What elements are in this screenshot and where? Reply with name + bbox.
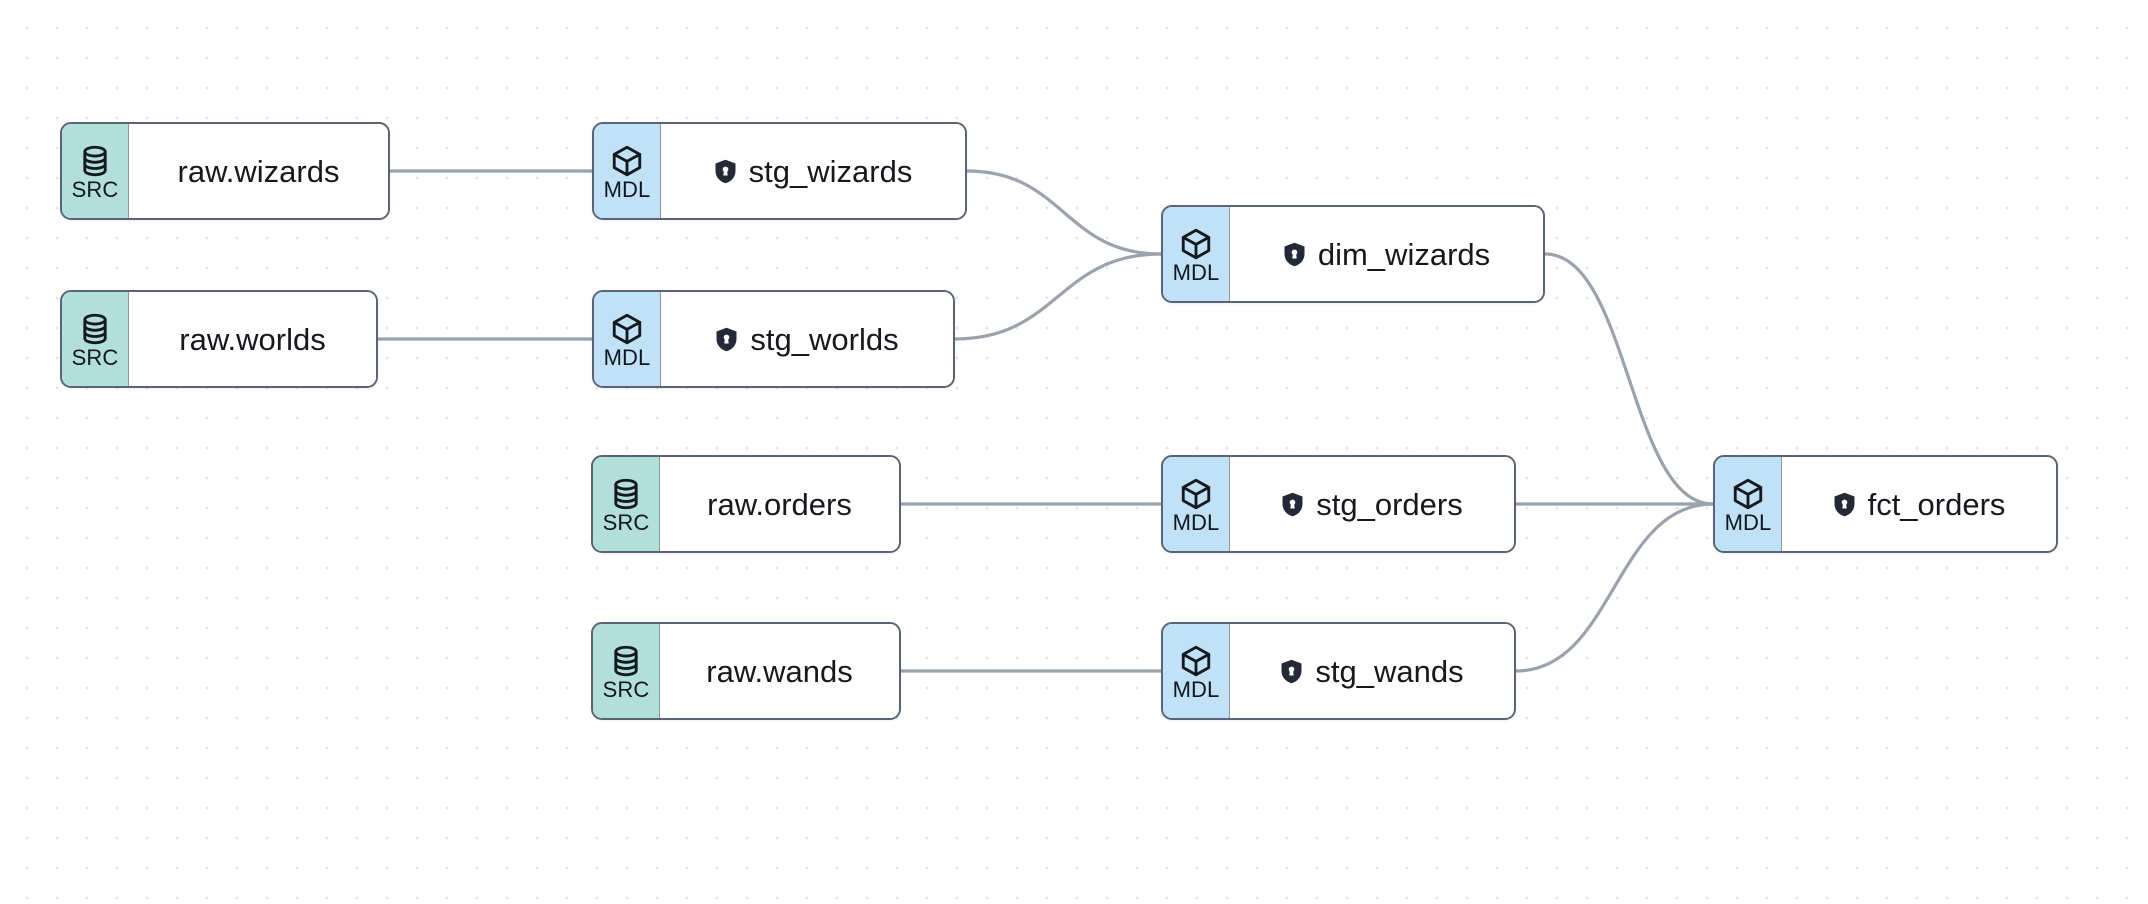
node-kind-badge: MDL [594, 292, 661, 386]
node-body: raw.wizards [129, 124, 388, 218]
shield-lock-icon [1280, 659, 1303, 684]
database-icon [609, 644, 643, 678]
node-body: fct_orders [1782, 457, 2056, 551]
node-label: fct_orders [1867, 486, 2006, 522]
lineage-node-fct-orders[interactable]: MDL fct_orders [1713, 455, 2058, 553]
node-kind-label: MDL [1172, 676, 1220, 702]
shield-lock-icon [1281, 492, 1304, 517]
lineage-node-stg-worlds[interactable]: MDL stg_worlds [592, 290, 955, 388]
node-kind-label: SRC [602, 509, 650, 535]
node-kind-badge: SRC [593, 624, 660, 718]
node-label: stg_wands [1315, 653, 1464, 689]
node-label: raw.worlds [179, 321, 326, 357]
database-icon [78, 312, 112, 346]
node-label: raw.orders [707, 486, 852, 522]
lineage-edge[interactable] [1514, 502, 1715, 673]
lineage-node-stg-orders[interactable]: MDL stg_orders [1161, 455, 1516, 553]
node-kind-badge: SRC [62, 124, 129, 218]
node-label: dim_wizards [1317, 236, 1491, 272]
cube-icon [610, 144, 644, 178]
node-kind-badge: MDL [594, 124, 661, 218]
node-kind-label: MDL [1724, 509, 1772, 535]
lineage-node-raw-wands[interactable]: SRC raw.wands [591, 622, 901, 720]
lineage-node-raw-orders[interactable]: SRC raw.orders [591, 455, 901, 553]
node-label: stg_worlds [750, 321, 899, 357]
shield-lock-icon [1833, 492, 1856, 517]
cube-icon [1179, 227, 1213, 261]
node-body: stg_worlds [661, 292, 953, 386]
node-body: stg_orders [1230, 457, 1514, 551]
node-label: stg_wizards [748, 153, 913, 189]
lineage-node-stg-wizards[interactable]: MDL stg_wizards [592, 122, 967, 220]
lineage-edge[interactable] [965, 169, 1163, 256]
node-kind-badge: SRC [593, 457, 660, 551]
node-kind-badge: MDL [1163, 207, 1230, 301]
node-body: raw.worlds [129, 292, 376, 386]
database-icon [609, 477, 643, 511]
lineage-node-raw-wizards[interactable]: SRC raw.wizards [60, 122, 390, 220]
lineage-node-stg-wands[interactable]: MDL stg_wands [1161, 622, 1516, 720]
node-kind-label: SRC [71, 176, 119, 202]
node-body: stg_wands [1230, 624, 1514, 718]
node-label: raw.wizards [177, 153, 340, 189]
node-kind-label: SRC [602, 676, 650, 702]
node-body: stg_wizards [661, 124, 965, 218]
node-label: stg_orders [1316, 486, 1463, 522]
cube-icon [610, 312, 644, 346]
node-body: raw.orders [660, 457, 899, 551]
shield-lock-icon [715, 327, 738, 352]
lineage-edge[interactable] [1543, 252, 1715, 506]
database-icon [78, 144, 112, 178]
node-body: raw.wands [660, 624, 899, 718]
lineage-node-dim-wizards[interactable]: MDL dim_wizards [1161, 205, 1545, 303]
node-kind-badge: MDL [1163, 457, 1230, 551]
cube-icon [1731, 477, 1765, 511]
lineage-edge[interactable] [953, 252, 1163, 341]
node-kind-label: MDL [603, 176, 651, 202]
node-kind-label: SRC [71, 344, 119, 370]
node-kind-badge: MDL [1715, 457, 1782, 551]
node-kind-label: MDL [603, 344, 651, 370]
shield-lock-icon [1283, 242, 1306, 267]
shield-lock-icon [714, 159, 737, 184]
cube-icon [1179, 477, 1213, 511]
node-kind-label: MDL [1172, 509, 1220, 535]
node-label: raw.wands [706, 653, 853, 689]
cube-icon [1179, 644, 1213, 678]
node-kind-label: MDL [1172, 259, 1220, 285]
node-kind-badge: MDL [1163, 624, 1230, 718]
lineage-node-raw-worlds[interactable]: SRC raw.worlds [60, 290, 378, 388]
node-body: dim_wizards [1230, 207, 1543, 301]
node-kind-badge: SRC [62, 292, 129, 386]
